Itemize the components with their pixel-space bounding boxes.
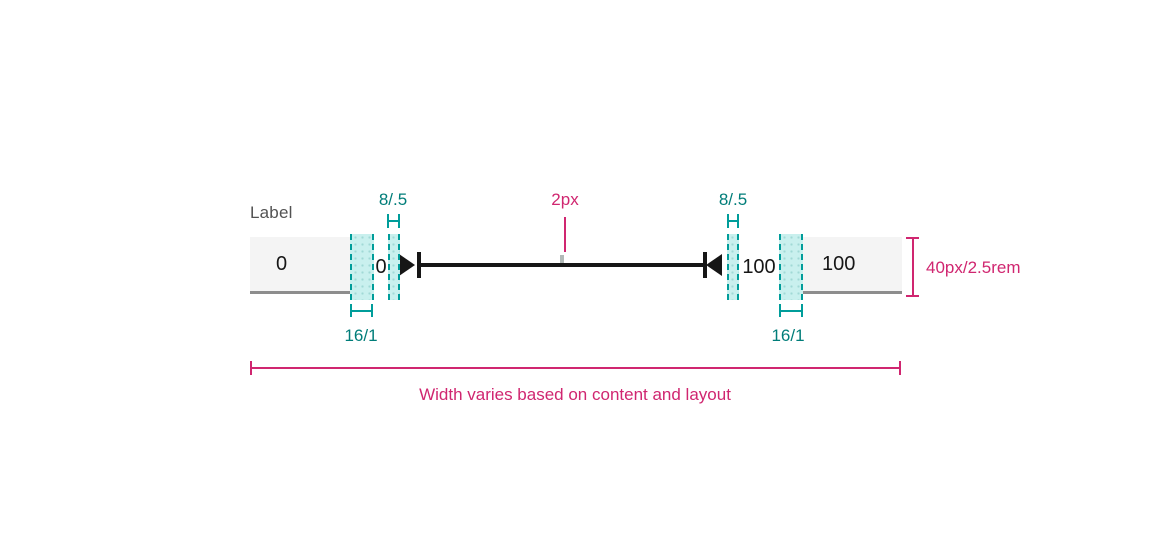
- height-bracket: [906, 237, 919, 297]
- bracket-line: [252, 367, 899, 369]
- spacing-bracket-16-left: [350, 304, 373, 317]
- slider-label: Label: [250, 203, 293, 222]
- max-number-input[interactable]: 100: [803, 237, 902, 294]
- spacing-label-8-left: 8/.5: [378, 190, 408, 209]
- right-handle-triangle-icon[interactable]: [706, 254, 722, 276]
- spacing-bracket-8-right: [727, 214, 739, 228]
- min-input-value: 0: [276, 252, 288, 275]
- track-thickness-label: 2px: [551, 190, 579, 209]
- track-start-cap: [417, 252, 421, 278]
- component-height-label: 40px/2.5rem: [926, 258, 1021, 277]
- spacing-label-8-right: 8/.5: [718, 190, 748, 209]
- track-thickness-marker: [560, 255, 564, 263]
- spacing-label-16-right: 16/1: [771, 326, 805, 345]
- bracket-line: [911, 239, 914, 295]
- left-handle-triangle-icon[interactable]: [399, 254, 415, 276]
- spacing-bracket-16-right: [779, 304, 803, 317]
- min-number-input[interactable]: 0: [250, 237, 350, 294]
- spacing-highlight-16-right: [779, 234, 803, 300]
- bracket-line: [729, 220, 737, 222]
- bracket-line: [781, 309, 801, 312]
- spacing-highlight-16-left: [350, 234, 374, 300]
- spacing-highlight-8-right: [727, 234, 739, 300]
- track-end-cap: [703, 252, 707, 278]
- spacing-label-16-left: 16/1: [344, 326, 378, 345]
- max-range-label: 100: [742, 256, 776, 278]
- spacing-bracket-8-left: [387, 214, 400, 228]
- track-thickness-pointer-line: [564, 217, 566, 252]
- bracket-line: [352, 309, 371, 312]
- spacing-highlight-8-left: [388, 234, 400, 300]
- width-note-label: Width varies based on content and layout: [419, 385, 731, 404]
- width-measure-line: [250, 361, 901, 375]
- slider-track[interactable]: [420, 263, 703, 267]
- bracket-line: [389, 220, 398, 222]
- min-range-label: 0: [375, 256, 387, 278]
- max-input-value: 100: [822, 252, 856, 275]
